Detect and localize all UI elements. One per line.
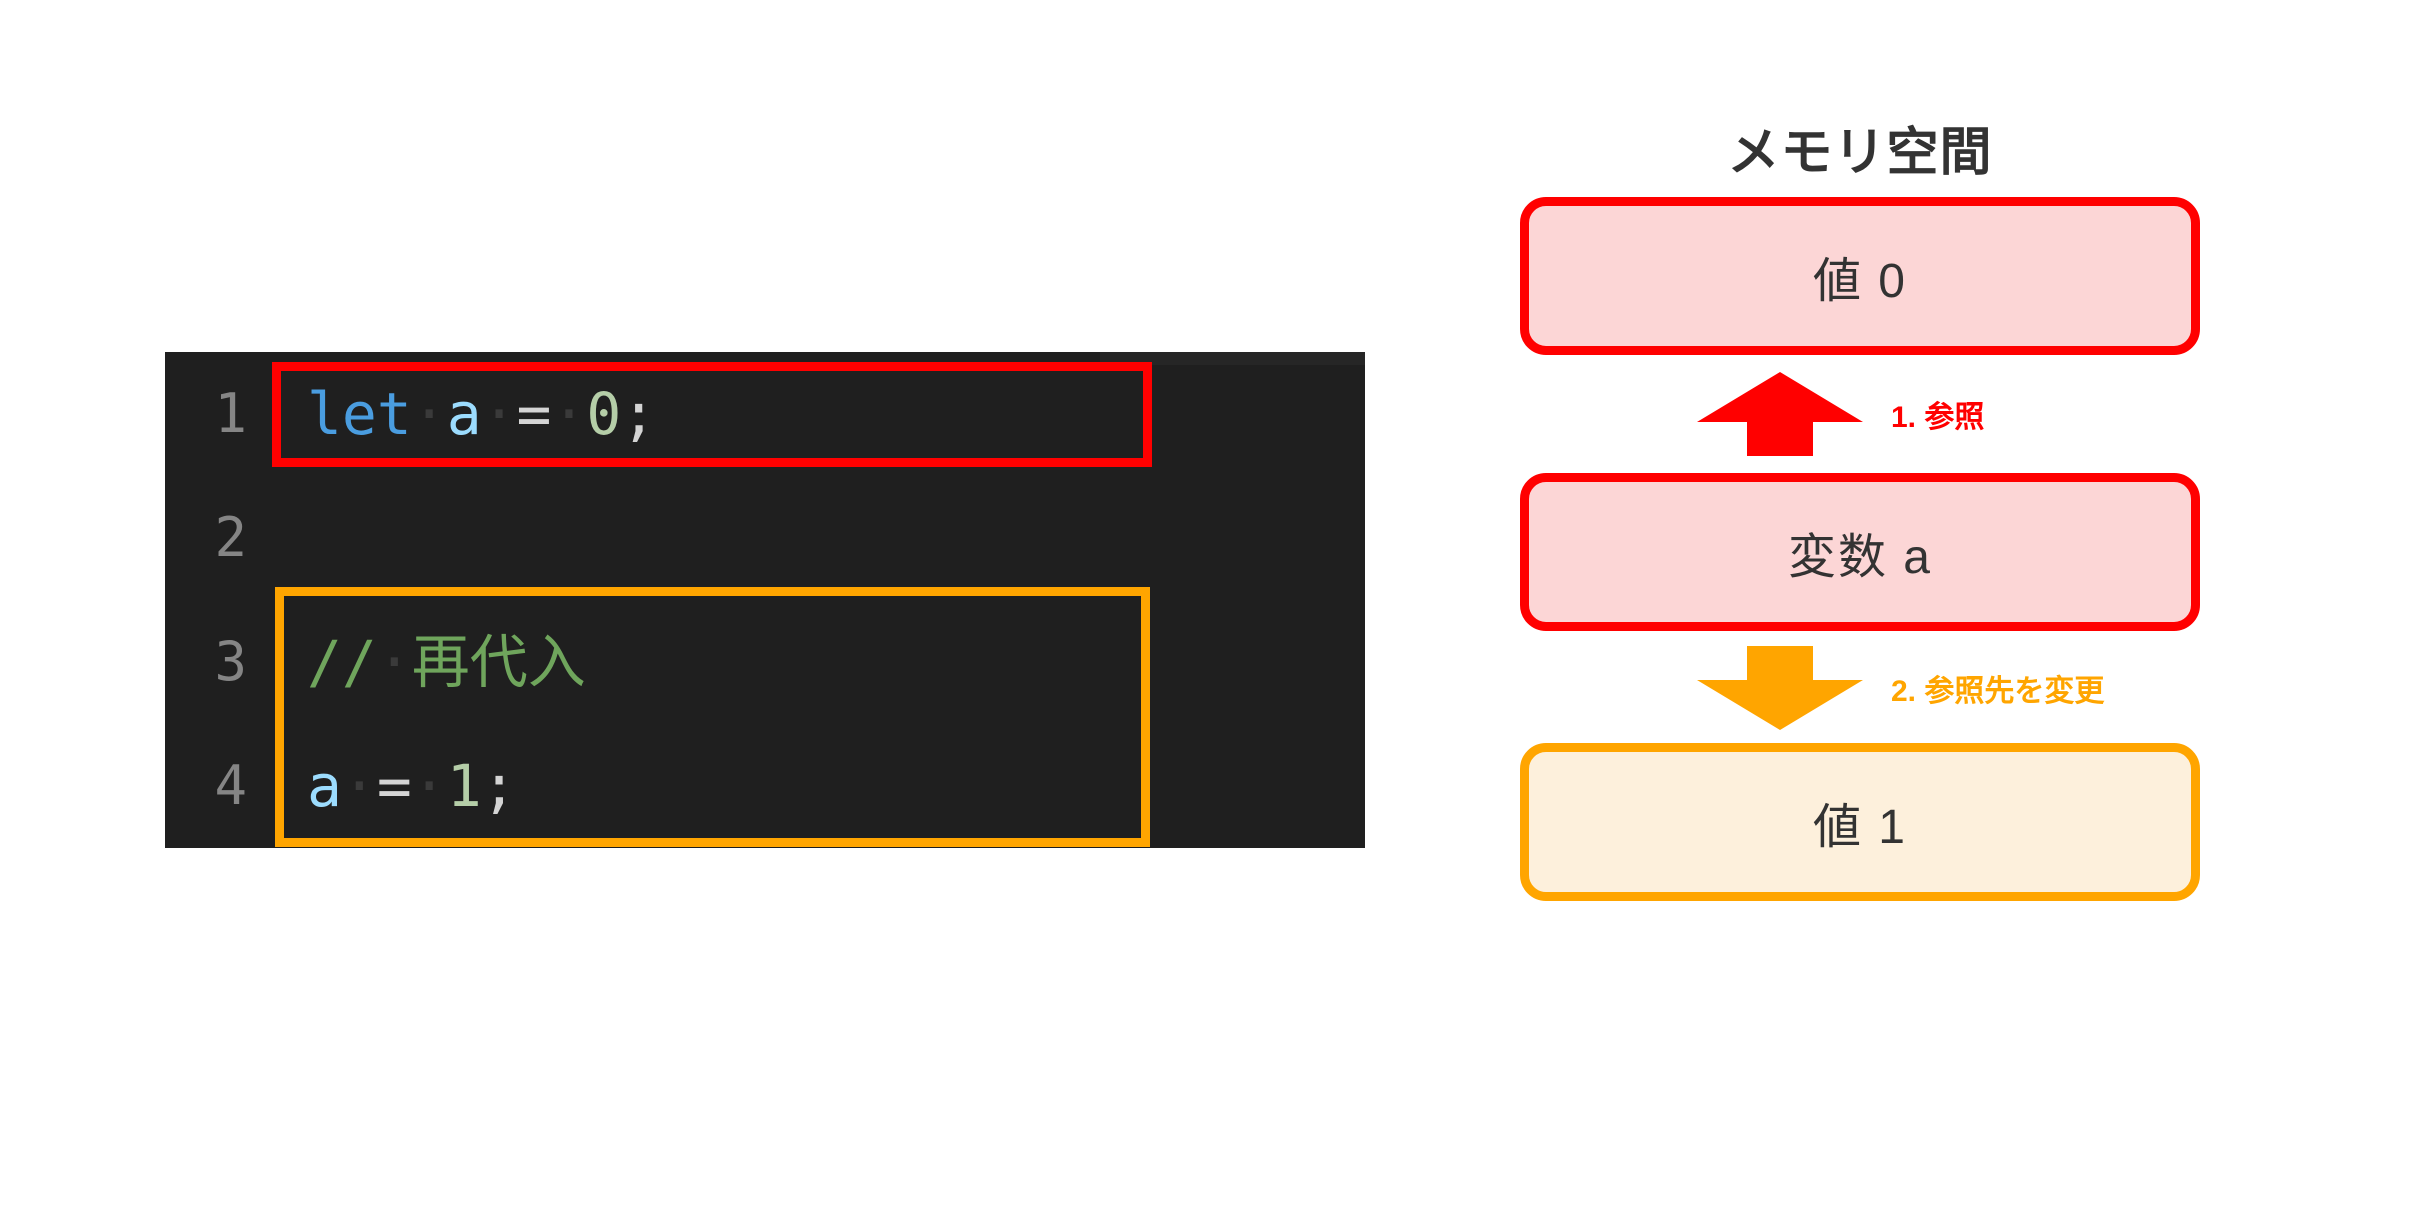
token-semicolon: ; [481, 752, 517, 820]
whitespace-dot: · [341, 752, 377, 820]
memory-box-label: 変数 a [1787, 531, 1933, 584]
line-number-3: 3 [214, 630, 247, 693]
line-number-4: 4 [214, 754, 247, 817]
token-operator-equals: = [376, 752, 412, 820]
whitespace-dot: · [481, 380, 517, 448]
arrow-row-reference: 1. 参照 [1520, 368, 2200, 460]
token-number-zero: 0 [586, 380, 622, 448]
token-operator-equals: = [516, 380, 552, 448]
code-line-3: 3 //·再代入 [165, 600, 1365, 724]
code-editor-panel: 1 let·a·=·0; 2 3 //·再代入 4 a·=·1; [165, 352, 1365, 848]
line-number-2: 2 [214, 506, 247, 569]
token-number-one: 1 [446, 752, 482, 820]
memory-diagram-title: メモリ空間 [1727, 124, 1993, 182]
token-comment-text: 再代入 [411, 628, 586, 696]
token-semicolon: ; [621, 380, 657, 448]
arrow-label-change-reference: 2. 参照先を変更 [1891, 675, 2105, 708]
whitespace-dot: · [411, 380, 447, 448]
memory-diagram: メモリ空間 値 0 1. 参照 変数 a 2. 参照先を変更 値 1 [1520, 60, 2200, 1150]
whitespace-dot: · [376, 628, 412, 696]
memory-box-label: 値 1 [1812, 801, 1908, 854]
token-variable-a: a [307, 752, 342, 820]
token-keyword-let: let [307, 380, 412, 448]
code-content-1: let·a·=·0; [269, 385, 1365, 443]
arrow-up-icon [1697, 372, 1863, 456]
whitespace-dot: · [411, 752, 447, 820]
code-line-4: 4 a·=·1; [165, 724, 1365, 848]
whitespace-dot: · [551, 380, 587, 448]
code-line-2: 2 [165, 476, 1365, 600]
code-line-1: 1 let·a·=·0; [165, 352, 1365, 476]
editor-top-strip [1100, 352, 1365, 365]
memory-box-label: 値 0 [1812, 255, 1908, 308]
code-content-4: a·=·1; [269, 757, 1365, 815]
token-variable-a: a [446, 380, 482, 448]
memory-box-variable-a: 変数 a [1520, 473, 2200, 631]
arrow-down-icon [1697, 646, 1863, 730]
memory-box-value-0: 値 0 [1520, 197, 2200, 355]
line-number-1: 1 [214, 382, 247, 445]
code-content-3: //·再代入 [269, 633, 1365, 691]
memory-box-value-1: 値 1 [1520, 743, 2200, 901]
arrow-label-reference: 1. 参照 [1891, 401, 1985, 434]
token-comment-slashes: // [307, 628, 377, 696]
arrow-row-change-reference: 2. 参照先を変更 [1520, 642, 2200, 734]
